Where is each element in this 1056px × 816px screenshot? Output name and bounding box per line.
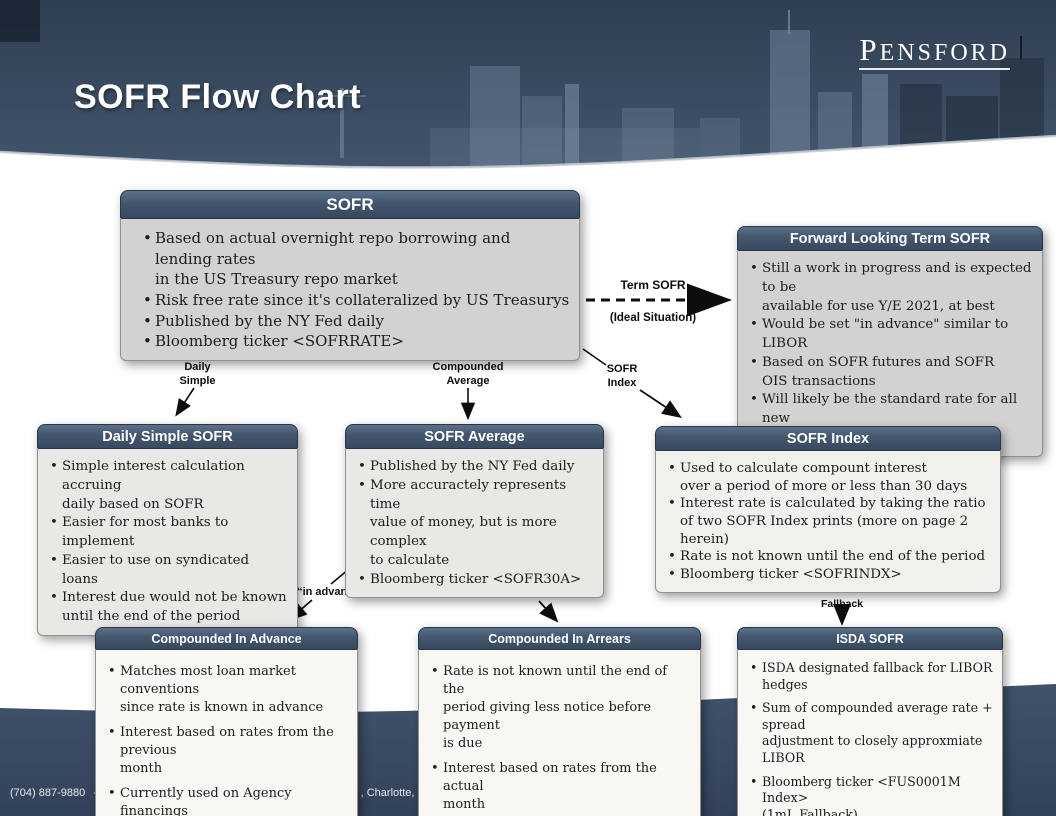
bullet-item: Would be set "in advance" similar to LIB…	[750, 316, 1034, 354]
arrow-in-arrears	[538, 600, 559, 623]
bullet-item: Still a work in progress and is expected…	[750, 260, 1034, 316]
isda-sofr-bullets: ISDA designated fallback for LIBOR hedge…	[738, 650, 1002, 816]
city-skyline-icon	[0, 0, 1044, 168]
compounded-in-arrears-box-title: Compounded In Arrears	[418, 627, 701, 650]
bullet-item: Interest due would not be known until th…	[50, 589, 289, 627]
bullet-item: More accuractely represents time value o…	[358, 477, 595, 571]
bullet-item: ISDA designated fallback for LIBOR hedge…	[750, 660, 994, 693]
isda-sofr-box: ISDA SOFR ISDA designated fallback for L…	[737, 627, 1003, 816]
compounded-in-arrears-bullets: Rate is not known until the end of the p…	[419, 650, 700, 816]
label-daily-simple: Daily Simple	[179, 361, 216, 388]
logo-initial: P	[859, 32, 880, 67]
sofr-bullets: Based on actual overnight repo borrowing…	[121, 219, 579, 360]
bullet-item: Interest based on rates from the actual …	[431, 760, 692, 814]
term-sofr-bullets: Still a work in progress and is expected…	[738, 251, 1042, 456]
bullet-item: Sum of compounded average rate + spread …	[750, 700, 994, 766]
bullet-item: Rate is not known until the end of the p…	[668, 548, 992, 566]
bullet-item: Published by the NY Fed daily	[358, 458, 595, 477]
bullet-item: Published by the NY Fed daily	[143, 311, 571, 332]
sofr-index-bullets: Used to calculate compount interest over…	[656, 451, 1000, 592]
daily-simple-sofr-box: Daily Simple SOFR Simple interest calcul…	[37, 424, 298, 636]
compounded-in-advance-box: Compounded In Advance Matches most loan …	[95, 627, 358, 816]
bullet-item: Used to calculate compount interest over…	[668, 460, 992, 495]
bullet-item: Risk free rate since it's collateralized…	[143, 290, 571, 311]
pensford-logo: PENSFORD	[859, 34, 1010, 70]
footer-phone: (704) 887-9880	[10, 787, 86, 799]
bullet-item: Currently used on Agency financings	[108, 785, 349, 816]
bullet-item: Bloomberg ticker <SOFRRATE>	[143, 331, 571, 352]
sofr-box-title: SOFR	[120, 190, 580, 219]
label-sofr-index: SOFR Index	[606, 363, 638, 390]
bullet-item: Based on actual overnight repo borrowing…	[143, 228, 571, 290]
daily-simple-sofr-box-title: Daily Simple SOFR	[37, 424, 298, 449]
label-ideal-situation: (Ideal Situation)	[609, 312, 697, 324]
daily-simple-bullets: Simple interest calculation accruing dai…	[38, 449, 297, 635]
bullet-item: Easier to use on syndicated loans	[50, 552, 289, 590]
bullet-item: Based on SOFR futures and SOFR OIS trans…	[750, 354, 1034, 392]
arrow-daily-simple	[175, 387, 195, 417]
bullet-item: Interest based on rates from the previou…	[108, 724, 349, 778]
sofr-index-box: SOFR Index Used to calculate compount in…	[655, 426, 1001, 593]
isda-sofr-box-title: ISDA SOFR	[737, 627, 1003, 650]
bullet-item: Interest rate is calculated by taking th…	[668, 495, 992, 548]
arrow-sofr-index	[639, 389, 682, 418]
bullet-item: Bloomberg ticker <SOFRINDX>	[668, 566, 992, 584]
bullet-item: Easier for most banks to implement	[50, 514, 289, 552]
bullet-item: Matches most loan market conventions sin…	[108, 663, 349, 717]
sofr-average-box: SOFR Average Published by the NY Fed dai…	[345, 424, 604, 599]
logo-rest: ENSFORD	[879, 40, 1010, 66]
label-compounded-average: Compounded Average	[432, 361, 504, 388]
bullet-item: Rate is not known until the end of the p…	[431, 663, 692, 753]
compounded-in-advance-bullets: Matches most loan market conventions sin…	[96, 650, 357, 816]
bullet-item: Bloomberg ticker <SOFR30A>	[358, 571, 595, 590]
compounded-in-advance-box-title: Compounded In Advance	[95, 627, 358, 650]
term-sofr-box: Forward Looking Term SOFR Still a work i…	[737, 226, 1043, 457]
term-sofr-box-title: Forward Looking Term SOFR	[737, 226, 1043, 251]
bullet-item: Bloomberg ticker <FUS0001M Index> (1mL F…	[750, 774, 994, 816]
label-term-sofr: Term SOFR	[620, 278, 686, 292]
sofr-box: SOFR Based on actual overnight repo borr…	[120, 190, 580, 362]
sofr-index-box-title: SOFR Index	[655, 426, 1001, 451]
bullet-item: Simple interest calculation accruing dai…	[50, 458, 289, 514]
sofr-average-bullets: Published by the NY Fed dailyMore accura…	[346, 449, 603, 597]
page-title: SOFR Flow Chart	[74, 78, 362, 116]
compounded-in-arrears-box: Compounded In Arrears Rate is not known …	[418, 627, 701, 816]
header-band	[0, 0, 1056, 169]
sofr-average-box-title: SOFR Average	[345, 424, 604, 449]
